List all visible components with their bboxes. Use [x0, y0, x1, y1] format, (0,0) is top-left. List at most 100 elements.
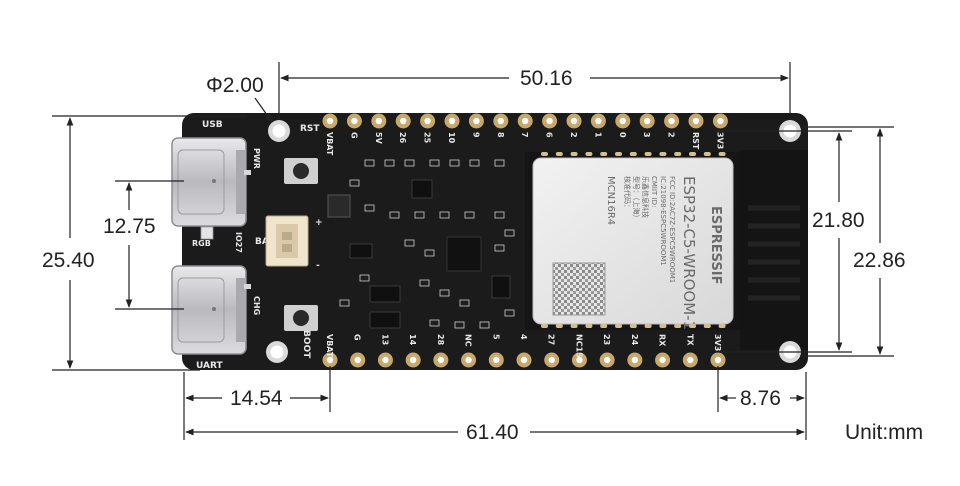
- bottom-pin-label: 24: [630, 334, 639, 346]
- module-castellation-pad: [659, 152, 667, 156]
- module-castellation-pad: [718, 324, 726, 328]
- bottom-pin-pad-hole: [437, 356, 445, 364]
- antenna-area: [740, 150, 808, 350]
- smd-part: [469, 159, 480, 167]
- module-castellation-pad: [615, 324, 622, 328]
- boot-button[interactable]: [284, 305, 318, 331]
- module-cn-1: 乐鑫信息科技: [641, 176, 650, 218]
- top-pin-pad-hole: [595, 117, 602, 125]
- battery-minus-label: -: [316, 261, 320, 271]
- top-pin-pad-hole: [448, 117, 456, 125]
- bottom-pin-label: 4: [519, 334, 528, 340]
- top-pin-label: 5V: [374, 132, 383, 145]
- rgb-label: RGB: [192, 239, 211, 248]
- bottom-pin-label: 5: [491, 334, 500, 340]
- dim-edge-to-header: 8.76: [740, 387, 781, 410]
- module-castellation-pad: [629, 152, 637, 156]
- smd-part: [439, 289, 450, 297]
- smd-part: [359, 274, 370, 282]
- bottom-pin-label: 13: [380, 334, 389, 345]
- smd-part: [504, 229, 515, 237]
- bottom-pin-pad-hole: [493, 356, 500, 364]
- bottom-header-pads: [322, 352, 726, 368]
- dimension-lines: [52, 62, 894, 440]
- module-cmiit: CMIIT ID:: [650, 176, 658, 207]
- dim-total-height: 25.40: [42, 249, 95, 272]
- bottom-pin-pad-hole: [465, 356, 472, 364]
- module-castellation-pad: [674, 152, 682, 156]
- module-castellation-pad: [689, 324, 696, 328]
- module-castellation-pad: [703, 324, 711, 328]
- smd-part: [439, 211, 450, 219]
- top-pin-pad-hole: [473, 117, 480, 125]
- module-castellation-pad: [644, 324, 652, 328]
- module-brand: ESPRESSIF: [708, 206, 723, 285]
- bottom-pin-label: 3V3: [713, 334, 722, 351]
- top-pin-label: 1: [593, 132, 602, 138]
- bottom-pin-label: 27: [547, 334, 556, 345]
- smd-part: [404, 159, 415, 167]
- top-pin-label: 26: [398, 132, 407, 144]
- module-castellation-pad: [541, 152, 548, 156]
- bottom-pin-pad-hole: [326, 356, 334, 364]
- qr-code: [552, 262, 606, 316]
- module-castellation-pad: [659, 324, 667, 328]
- module-castellation-pad: [555, 152, 563, 156]
- bottom-pin-pad-hole: [631, 356, 639, 364]
- bottom-pin-label: 23: [602, 334, 611, 345]
- bottom-pin-label: NC: [464, 334, 473, 347]
- usb-connector: [171, 137, 247, 227]
- battery-plus-label: +: [315, 218, 323, 228]
- chg-led: [244, 284, 251, 289]
- bottom-pin-label: VBAT: [325, 334, 334, 358]
- top-pin-label: 0: [618, 132, 627, 138]
- uart-label: UART: [196, 361, 224, 371]
- smd-part: [364, 159, 375, 167]
- bottom-pin-label: 14: [408, 334, 417, 346]
- top-pin-label: 2: [667, 132, 676, 138]
- module-castellation-pad: [629, 324, 637, 328]
- bat-label: BAT: [255, 237, 275, 247]
- module-mcn: MCN16R4: [605, 176, 616, 225]
- module-castellation-pad: [600, 324, 608, 328]
- module-model: ESP32-C5-WROOM-1: [680, 176, 698, 330]
- module-castellation-pad: [585, 152, 593, 156]
- module-castellation-pad: [570, 324, 578, 328]
- smd-part: [424, 249, 435, 257]
- smd-part: [464, 211, 475, 219]
- dim-hole-spacing: 22.86: [853, 249, 906, 272]
- module-cn-3: 核准代码：: [623, 176, 632, 211]
- bottom-pin-pad-hole: [354, 356, 361, 364]
- top-pin-pad-hole: [351, 117, 358, 125]
- top-pin-pad-hole: [522, 117, 529, 125]
- top-pin-pad-hole: [619, 117, 626, 125]
- dim-board-length: 61.40: [466, 421, 519, 444]
- top-pin-label: G: [349, 132, 358, 139]
- mosfet: [411, 179, 433, 199]
- smd-part: [479, 321, 490, 329]
- dim-top-length: 50.16: [520, 67, 573, 90]
- smd-part: [339, 299, 350, 307]
- top-pin-label: 7: [520, 132, 529, 138]
- smd-part: [454, 321, 465, 329]
- smd-part: [494, 211, 505, 219]
- module-castellation-pad: [541, 324, 548, 328]
- bottom-pin-label: 28: [436, 334, 445, 346]
- rst-button[interactable]: [284, 158, 318, 184]
- esp32-module: ESPRESSIF ESP32-C5-WROOM-1 FCC ID:2AC7Z-…: [525, 152, 741, 330]
- bottom-pin-label: RX: [658, 334, 667, 347]
- smd-part: [429, 159, 440, 167]
- unit-label: Unit:mm: [845, 421, 923, 444]
- top-pin-pad-hole: [644, 117, 651, 125]
- main-ic: [446, 236, 482, 272]
- bottom-pin-pad-hole: [548, 356, 555, 364]
- smd-components: [327, 159, 515, 329]
- top-pin-pad-hole: [326, 117, 334, 125]
- module-castellation-pad: [718, 152, 726, 156]
- top-pin-label: 6: [545, 132, 554, 138]
- dim-usb-spacing: 12.75: [103, 215, 156, 238]
- smd-part: [419, 279, 430, 287]
